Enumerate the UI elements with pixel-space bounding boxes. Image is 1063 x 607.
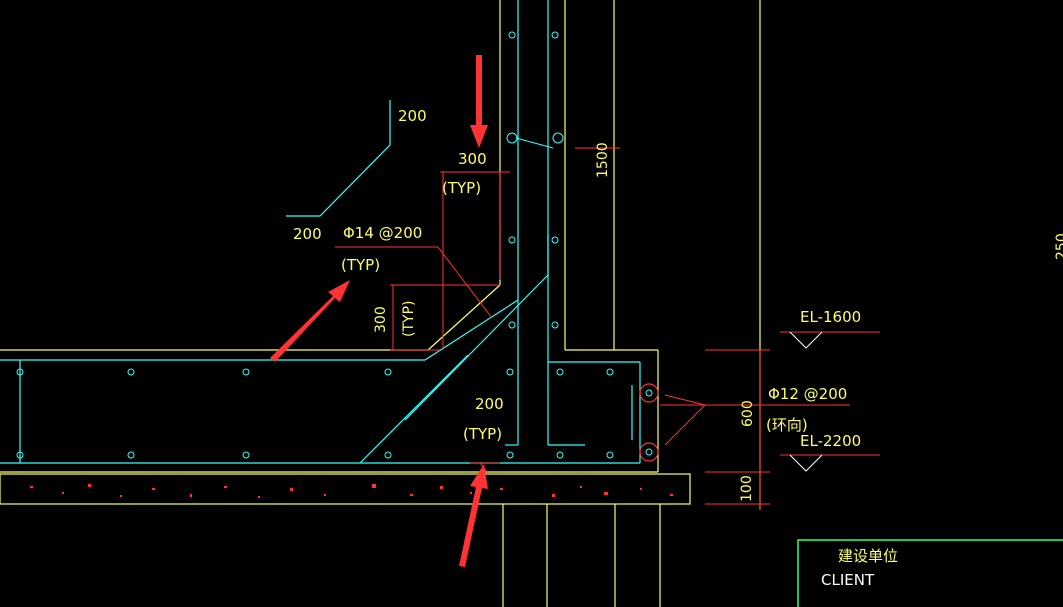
elevation-marker-icon (789, 331, 823, 472)
client-cn-label: 建设单位 (838, 547, 898, 565)
blinding-layer (0, 473, 691, 505)
pipe-rebar-rings (639, 383, 659, 462)
haunch-detail (286, 100, 391, 217)
down-arrow-icon (470, 55, 488, 148)
blinding-hatch (30, 484, 673, 498)
title-block (797, 539, 1063, 607)
rebar-callout-label: Φ14 @200 (343, 224, 422, 242)
haunch-height-label: 300 (373, 306, 389, 333)
cover-typ-label: (TYP) (463, 425, 502, 443)
haunch-height-typ-label: (TYP) (401, 301, 417, 337)
client-en-label: CLIENT (821, 571, 875, 589)
haunch-leg-v-label: 200 (398, 107, 427, 125)
pipe-rebar-note-label: (环向) (766, 416, 808, 434)
concrete-outer-edges (0, 0, 761, 607)
rebar-callout-typ-label: (TYP) (341, 256, 380, 274)
slab-thickness-label: 600 (740, 400, 756, 427)
up-arrow-icon (270, 280, 350, 362)
wall-width-label: 300 (458, 150, 487, 168)
up-arrow-icon (459, 464, 488, 567)
el-top-label: EL-1600 (800, 308, 861, 326)
wall-height-label: 1500 (595, 142, 611, 178)
haunch-leg-h-label: 200 (293, 225, 322, 243)
annotation-arrows (270, 55, 488, 567)
dimension-lines (335, 147, 880, 510)
edge-partial-label: 250 (1054, 233, 1063, 260)
wall-width-typ-label: (TYP) (442, 179, 481, 197)
pipe-rebar-label: Φ12 @200 (768, 385, 847, 403)
blinding-thickness-label: 100 (739, 475, 755, 502)
cover-label: 200 (475, 395, 504, 413)
rebar-outlines (0, 0, 641, 464)
el-bottom-label: EL-2200 (800, 432, 861, 450)
rebar-dots (16, 31, 653, 459)
